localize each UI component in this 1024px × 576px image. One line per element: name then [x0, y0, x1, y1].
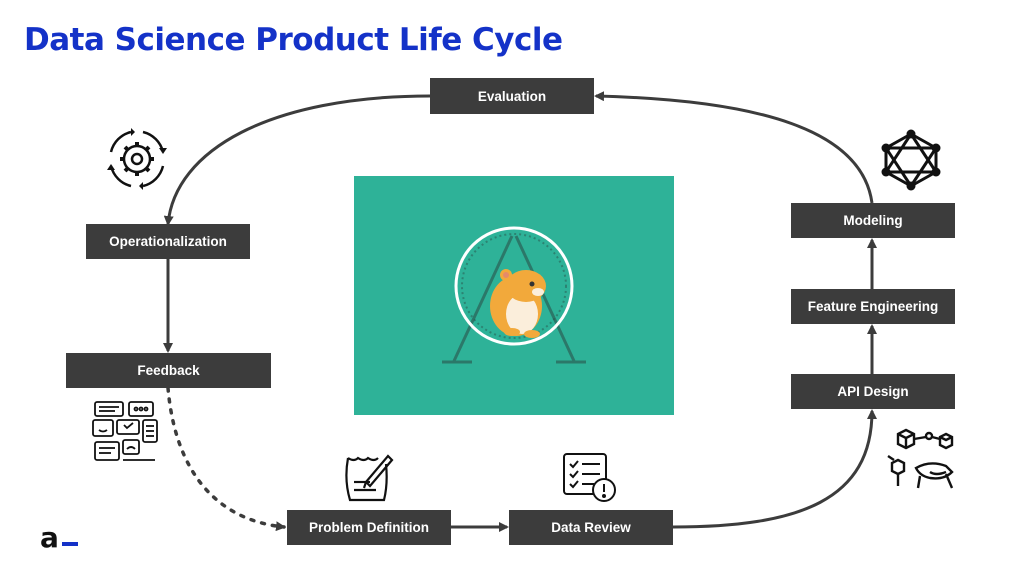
stage-evaluation: Evaluation — [430, 78, 594, 114]
cubes-vr-icon — [887, 428, 954, 489]
stage-feedback: Feedback — [66, 353, 271, 388]
stage-feature-engineering: Feature Engineering — [791, 289, 955, 324]
stage-modeling: Modeling — [791, 203, 955, 238]
arrow-datareview-to-api — [672, 409, 877, 529]
stage-problem-definition: Problem Definition — [287, 510, 451, 545]
hamster-wheel-icon — [442, 226, 586, 364]
arrow-modeling-to-evaluation — [594, 91, 874, 204]
network-nodes-icon — [881, 129, 941, 191]
stage-operationalization: Operationalization — [86, 224, 250, 259]
notebook-pen-icon — [345, 454, 394, 502]
company-logo-bar — [62, 542, 78, 546]
stage-data-review: Data Review — [509, 510, 673, 545]
gear-cycle-icon — [107, 128, 167, 190]
arrow-evaluation-to-operationalization — [163, 94, 431, 226]
company-logo: a — [40, 521, 59, 554]
arrow-feedback-to-problem-definition — [166, 386, 286, 532]
hamster-wheel-panel — [354, 176, 674, 415]
chat-feedback-icon — [92, 401, 158, 461]
checklist-alert-icon — [563, 453, 616, 502]
stage-api-design: API Design — [791, 374, 955, 409]
page-title: Data Science Product Life Cycle — [24, 22, 563, 58]
